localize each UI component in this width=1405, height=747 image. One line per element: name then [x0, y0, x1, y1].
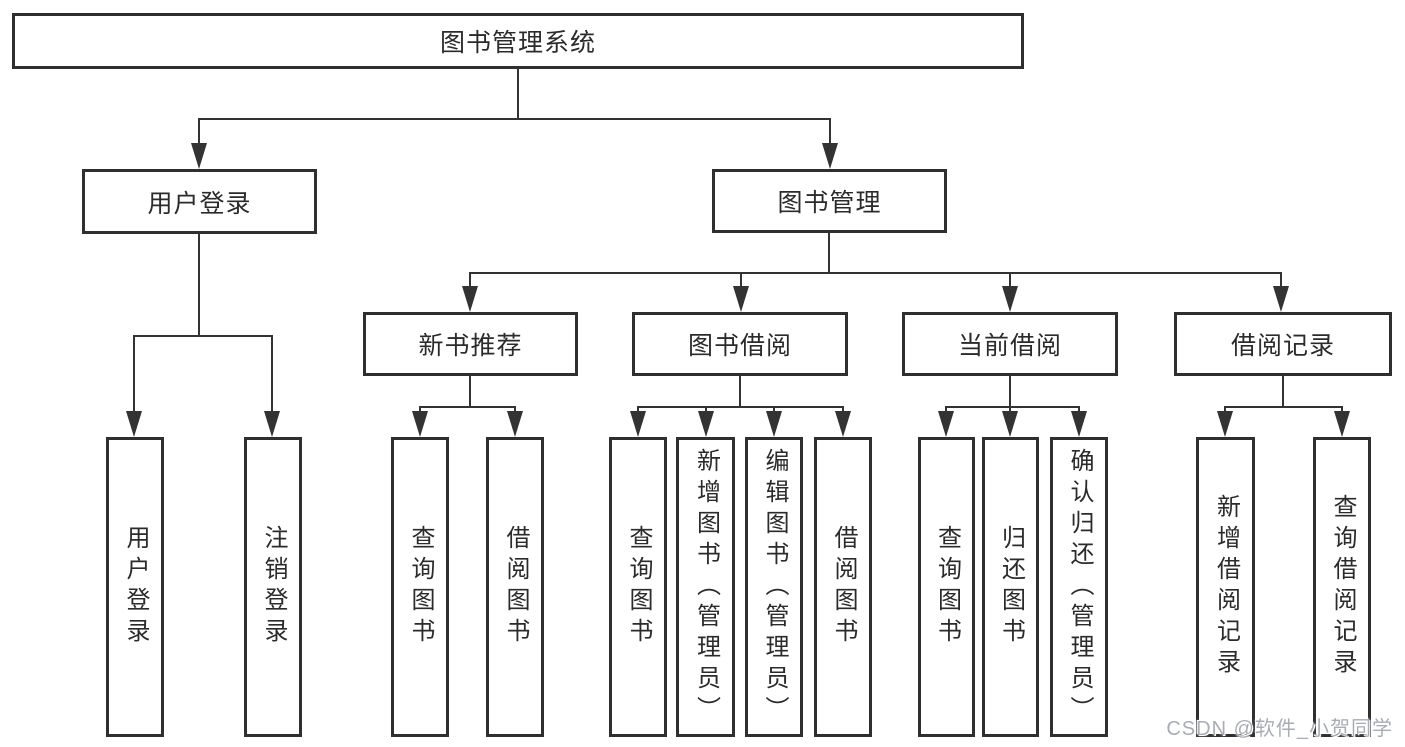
node-label: 确认归还（管理员） [1066, 447, 1093, 727]
node-label: 图书管理 [777, 189, 882, 217]
connector-v [945, 406, 947, 414]
connector-v [1078, 406, 1080, 414]
node-query-books-borrow: 查询图书 [609, 437, 667, 737]
connector-v [739, 376, 741, 407]
connector-v [517, 69, 519, 120]
node-label: 借阅记录 [1230, 332, 1335, 360]
arrow-down-icon [126, 411, 142, 437]
arrow-down-icon [191, 143, 207, 169]
arrow-down-icon [938, 411, 954, 437]
node-add-book-admin: 新增图书（管理员） [676, 437, 735, 737]
node-query-borrow-record: 查询借阅记录 [1313, 437, 1371, 737]
connector-h [198, 118, 831, 120]
arrow-down-icon [462, 286, 478, 312]
arrow-down-icon [1334, 411, 1350, 437]
arrow-down-icon [1002, 286, 1018, 312]
node-user-login: 用户登录 [106, 437, 164, 737]
connector-h [1224, 406, 1342, 408]
watermark: CSDN @软件_小贺同学 [1166, 718, 1393, 740]
arrow-down-icon [733, 286, 749, 312]
connector-v [829, 118, 831, 148]
node-label: 注销登录 [260, 525, 287, 649]
node-edit-book-admin: 编辑图书（管理员） [745, 437, 803, 737]
connector-h [469, 272, 1282, 274]
node-logout: 注销登录 [244, 437, 302, 737]
arrow-down-icon [1217, 411, 1233, 437]
node-label: 图书管理系统 [439, 29, 596, 57]
node-add-borrow-record: 新增借阅记录 [1196, 437, 1255, 737]
connector-v [828, 233, 830, 274]
node-label: 查询借阅记录 [1329, 494, 1356, 680]
connector-v [271, 335, 273, 412]
connector-v [1282, 376, 1284, 407]
connector-v [514, 406, 516, 414]
arrow-down-icon [412, 411, 428, 437]
node-borrow-books-recommend: 借阅图书 [486, 437, 544, 737]
node-book-borrow: 图书借阅 [632, 312, 848, 376]
node-book-manage-branch: 图书管理 [712, 169, 947, 233]
connector-v [637, 406, 639, 414]
node-label: 新增借阅记录 [1212, 494, 1240, 680]
connector-v [469, 272, 471, 288]
node-borrow-records: 借阅记录 [1174, 312, 1392, 376]
node-borrow-books: 借阅图书 [814, 437, 872, 737]
connector-v [198, 234, 200, 337]
connector-v [1009, 406, 1011, 414]
node-label: 当前借阅 [957, 332, 1062, 360]
node-label: 图书借阅 [687, 332, 792, 360]
node-label: 新书推荐 [418, 332, 523, 360]
connector-v [133, 335, 135, 412]
node-confirm-return-admin: 确认归还（管理员） [1050, 437, 1108, 737]
arrow-down-icon [507, 411, 523, 437]
connector-v [1341, 406, 1343, 414]
node-label: 归还图书 [997, 525, 1025, 649]
arrow-down-icon [264, 411, 280, 437]
connector-v [1009, 272, 1011, 288]
arrow-down-icon [698, 411, 714, 437]
node-root: 图书管理系统 [12, 13, 1024, 69]
connector-v [198, 118, 200, 148]
node-query-books-current: 查询图书 [918, 437, 975, 737]
arrow-down-icon [1273, 286, 1289, 312]
node-current-borrow: 当前借阅 [902, 312, 1118, 376]
node-user-login-branch: 用户登录 [82, 169, 317, 234]
arrow-down-icon [766, 411, 782, 437]
node-label: 新增图书（管理员） [692, 447, 720, 727]
arrow-down-icon [822, 143, 838, 169]
node-new-book-recommend: 新书推荐 [363, 312, 578, 376]
connector-v [705, 406, 707, 414]
node-label: 编辑图书（管理员） [761, 447, 788, 727]
connector-h [945, 406, 1080, 408]
connector-h [133, 335, 273, 337]
node-label: 借阅图书 [502, 525, 529, 649]
connector-v [1280, 272, 1282, 288]
connector-v [419, 406, 421, 414]
connector-v [1009, 376, 1011, 407]
connector-v [1224, 406, 1226, 414]
node-label: 用户登录 [122, 525, 149, 649]
node-label: 查询图书 [407, 525, 434, 649]
node-return-book: 归还图书 [982, 437, 1039, 737]
connector-v [842, 406, 844, 414]
arrow-down-icon [630, 411, 646, 437]
connector-h [419, 406, 516, 408]
node-label: 用户登录 [147, 189, 252, 218]
arrow-down-icon [1071, 411, 1087, 437]
node-label: 借阅图书 [830, 525, 857, 649]
arrow-down-icon [835, 411, 851, 437]
connector-v [469, 376, 471, 407]
node-query-books-recommend: 查询图书 [391, 437, 449, 737]
node-label: 查询图书 [625, 525, 652, 649]
node-label: 查询图书 [933, 525, 961, 649]
connector-v [773, 406, 775, 414]
arrow-down-icon [1002, 411, 1018, 437]
connector-v [740, 272, 742, 288]
connector-h [637, 406, 844, 408]
